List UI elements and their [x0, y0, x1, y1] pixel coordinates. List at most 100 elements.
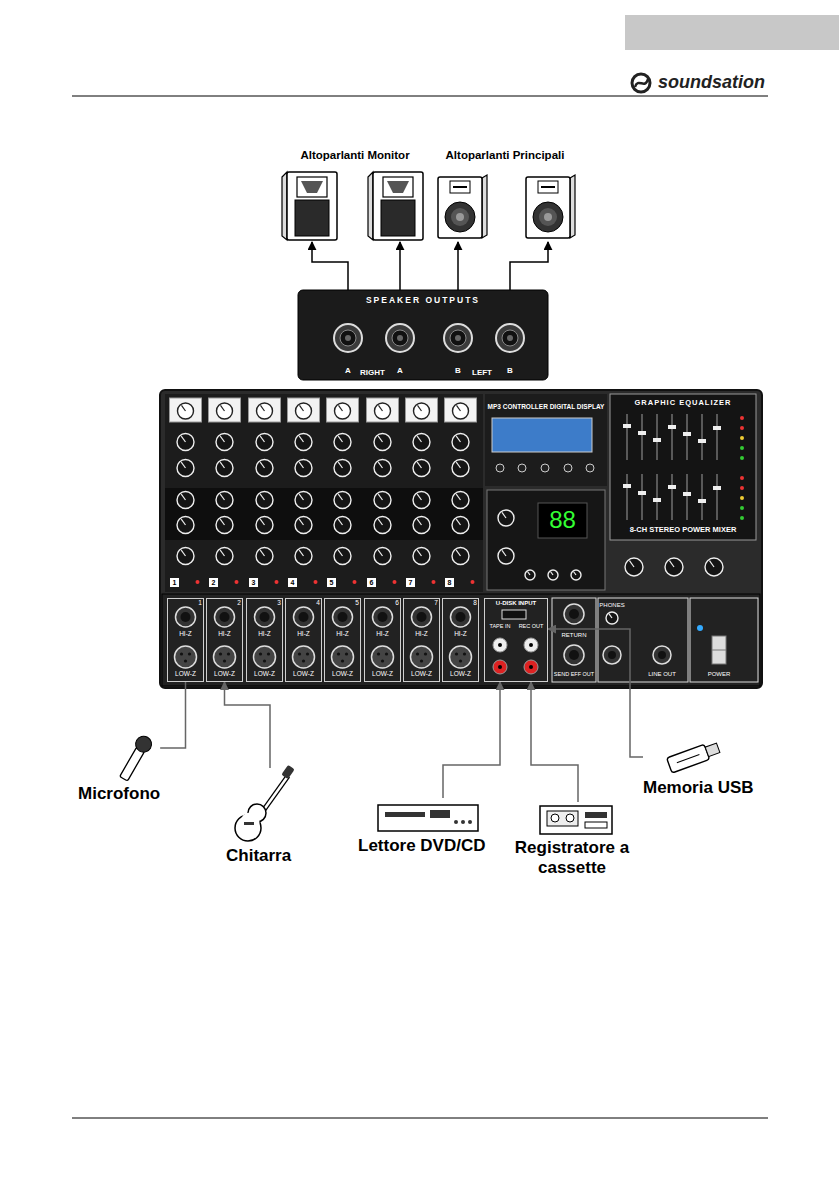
jack-input [255, 607, 275, 627]
knob [216, 517, 233, 534]
jack-input [338, 612, 348, 622]
speaker-horn [541, 186, 555, 188]
jack-input [451, 607, 471, 627]
panel-title: 8-CH STEREO POWER MIXER [610, 526, 756, 535]
header-rule [72, 96, 768, 97]
xlr-input [175, 646, 197, 668]
device-caption: Registratore a cassette [514, 838, 630, 877]
input-label: 5 [353, 599, 361, 606]
eq-led [740, 476, 744, 480]
eq-slider [641, 474, 642, 520]
jack-input [378, 612, 388, 622]
knob [452, 517, 469, 534]
input-label: HI-Z [364, 630, 401, 637]
mp3-button [586, 464, 594, 472]
knob-pointer [456, 519, 460, 525]
knob [606, 612, 618, 624]
speaker-jack: A [333, 290, 363, 380]
usb-memory-icon [667, 740, 721, 773]
speaker-body [438, 177, 482, 238]
knob [295, 434, 312, 451]
footer-rule [72, 1118, 768, 1119]
knob-pointer [181, 462, 185, 468]
jack-output [564, 604, 584, 624]
speaker-horn [453, 186, 467, 188]
knob [525, 570, 535, 580]
xlr-pin [306, 652, 309, 655]
eq-slider [656, 474, 657, 520]
xlr-pin [385, 652, 388, 655]
speaker-group: Altoparlanti Principali [435, 149, 575, 242]
knob-pointer [338, 462, 342, 468]
eq-led [740, 456, 744, 460]
logo-mark [635, 79, 648, 87]
input-label: 2 [235, 599, 243, 606]
xlr-pin [223, 659, 226, 662]
speaker-horn [383, 177, 413, 197]
connector [399, 242, 401, 290]
knob [413, 492, 430, 509]
level-box [288, 398, 320, 422]
connector [225, 682, 271, 768]
jack-letter: A [385, 366, 415, 375]
connector [548, 629, 643, 757]
eq-led [740, 516, 744, 520]
speaker-horn [301, 181, 323, 193]
group-heading: Altoparlanti Principali [435, 149, 575, 162]
speaker-woofer [456, 213, 464, 221]
knob [295, 492, 312, 509]
knob [334, 517, 351, 534]
eq-led [740, 486, 744, 490]
peak-led [314, 580, 318, 584]
cassette-reel [551, 814, 559, 822]
device: Memoria USB [643, 742, 754, 798]
speaker-jack [340, 330, 356, 346]
jack-output [603, 646, 621, 664]
channel-side: RIGHT [360, 368, 385, 377]
xlr-input [411, 646, 433, 668]
knob [414, 403, 430, 419]
xlr-pin [227, 652, 230, 655]
speaker-jack [386, 324, 414, 352]
knob-pointer [456, 462, 460, 468]
knob-pointer [300, 405, 304, 411]
knob-pointer [299, 462, 303, 468]
eq-led [740, 426, 744, 430]
eq-band [165, 488, 483, 540]
knob [452, 492, 469, 509]
knob-pointer [220, 494, 224, 500]
knob [177, 460, 194, 477]
speaker-jack [334, 324, 362, 352]
knob-pointer [418, 405, 422, 411]
xlr-pin [263, 659, 266, 662]
eq-slider [626, 474, 627, 520]
knob-pointer [528, 572, 531, 576]
knob-pointer [417, 436, 421, 442]
eq-slider [716, 414, 717, 460]
speaker-jack [496, 324, 524, 352]
xlr-pin [345, 652, 348, 655]
eq-slider [716, 474, 717, 520]
knob-pointer [299, 494, 303, 500]
device-caption: Chitarra [226, 846, 291, 866]
eq-led [740, 416, 744, 420]
eq-slider [701, 414, 702, 460]
channel-number: 7 [406, 579, 415, 587]
knob [453, 403, 469, 419]
eq-slider-thumb [698, 439, 706, 443]
xlr-input [293, 646, 315, 668]
input-label: 1 [196, 599, 204, 606]
knob-pointer [181, 494, 185, 500]
phones-box [598, 598, 688, 682]
jack-input [260, 612, 270, 622]
knob [413, 548, 430, 565]
rca-hole [498, 665, 502, 669]
speaker-grille [295, 200, 329, 236]
input-label: HI-Z [167, 630, 204, 637]
panel-title: SPEAKER OUTPUTS [298, 296, 548, 306]
knob-pointer [182, 405, 186, 411]
speaker-body [373, 172, 423, 240]
cassette-reel [566, 814, 574, 822]
peak-led [393, 580, 397, 584]
